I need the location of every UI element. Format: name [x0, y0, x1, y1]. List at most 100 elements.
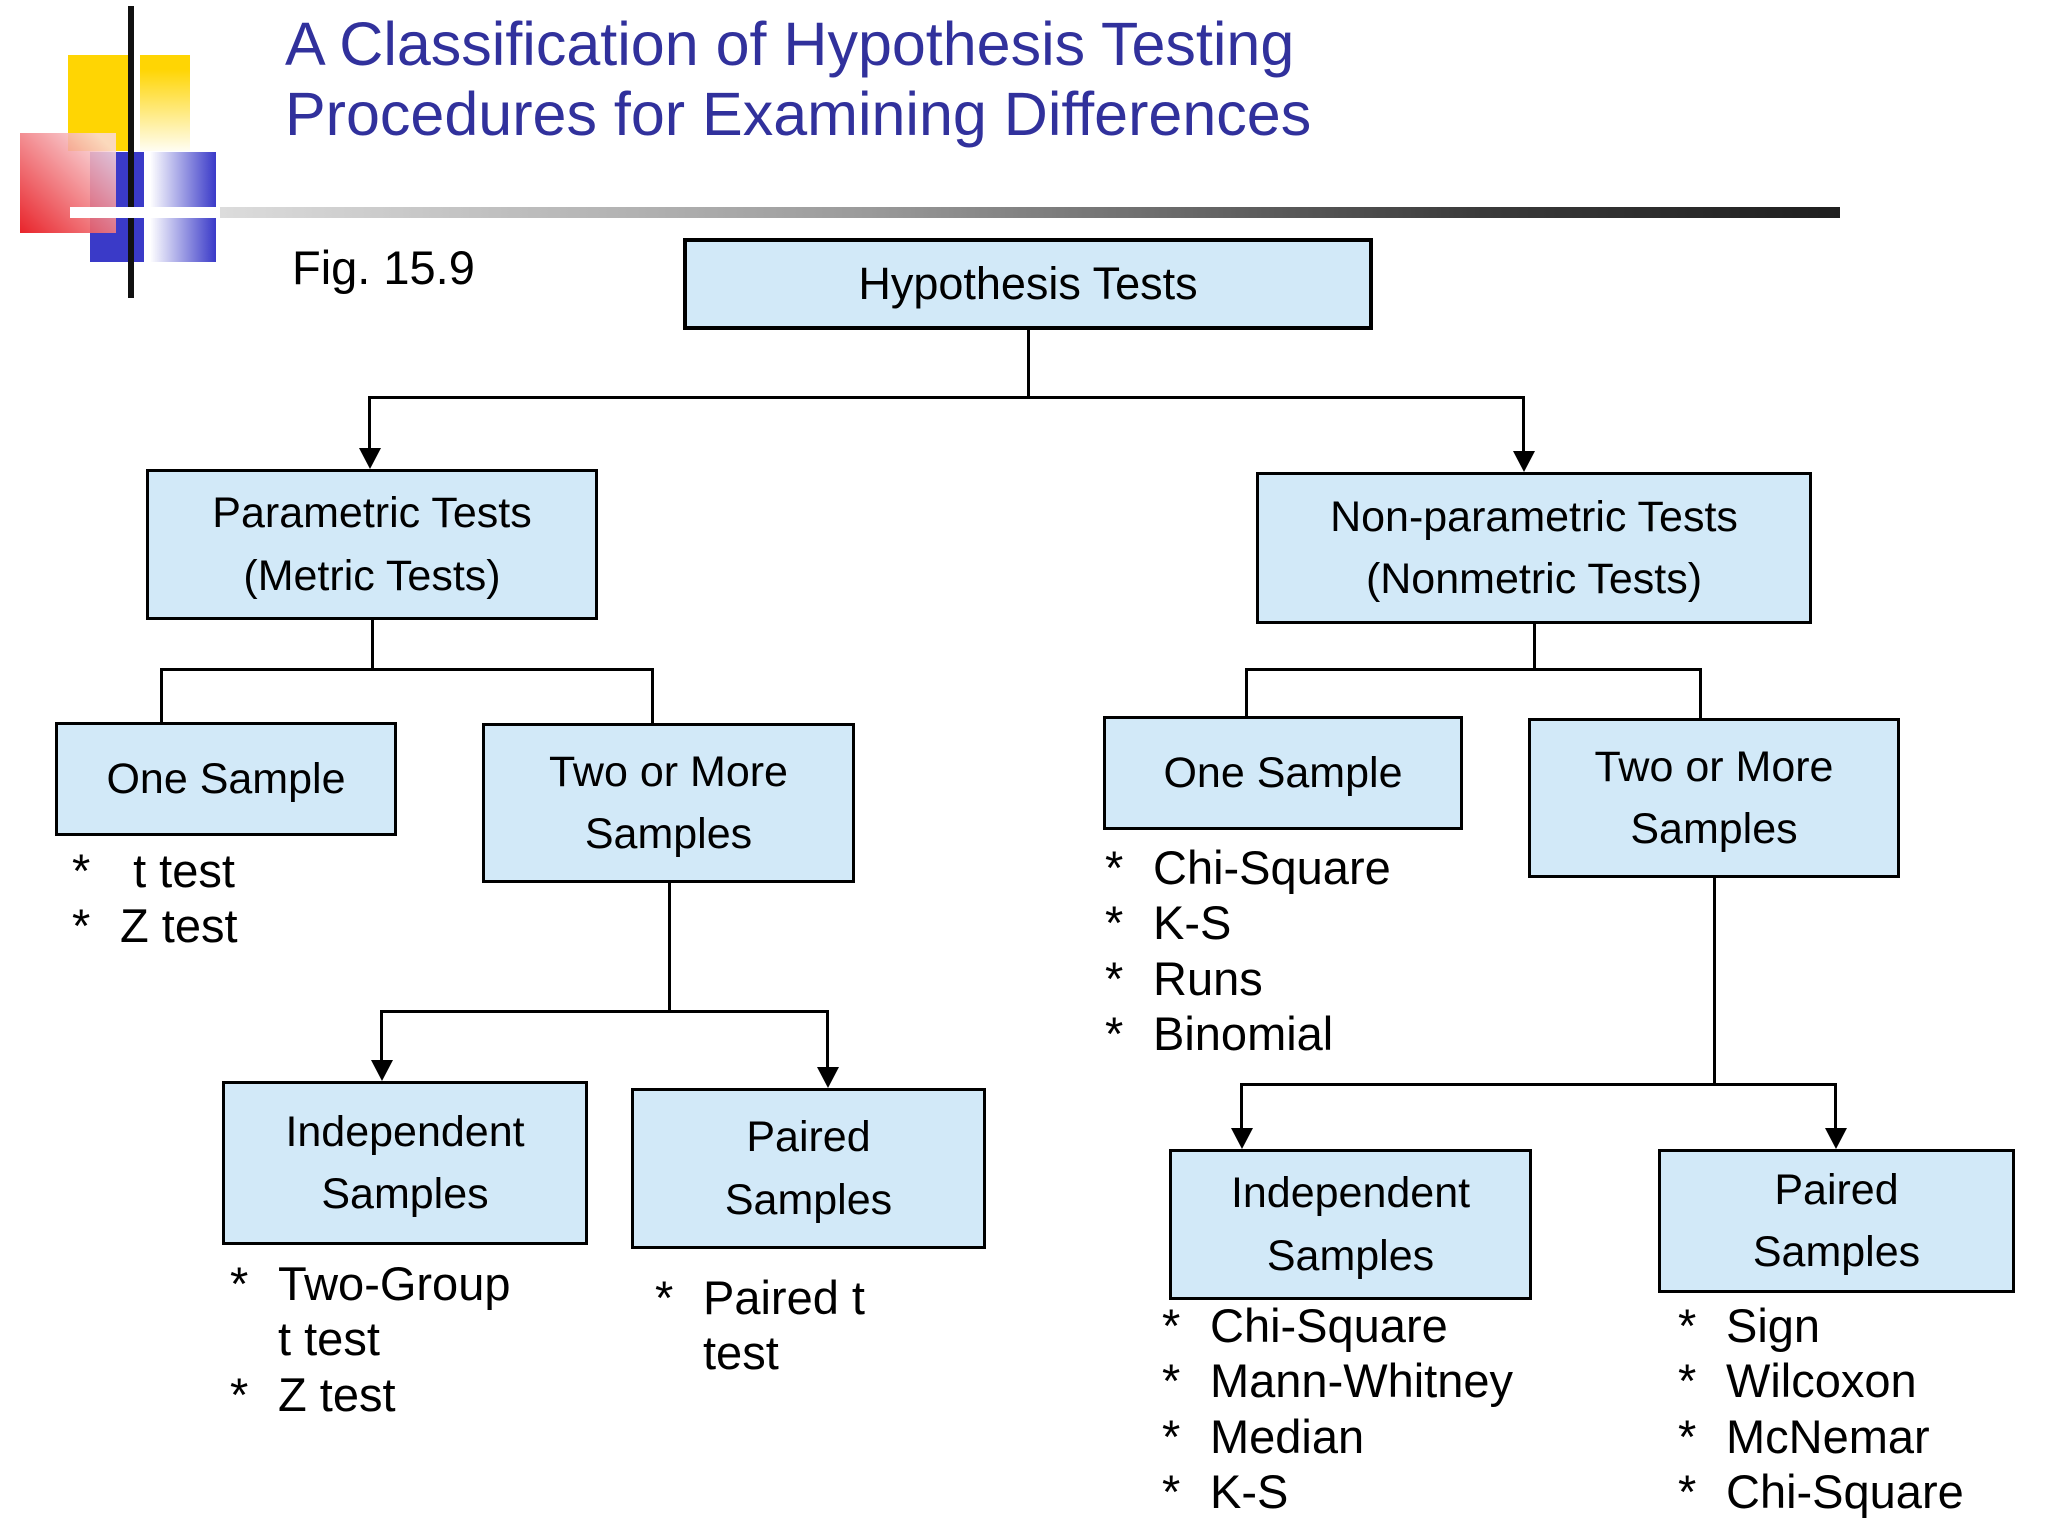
node-nonparam-two-or-more-label-2: Samples	[1630, 805, 1798, 853]
asterisk-bullet: *	[1162, 1299, 1194, 1352]
connector-to-param-independent	[380, 1010, 383, 1063]
arrowhead-into-nonparam-paired	[1825, 1128, 1847, 1149]
node-nonparam-one-sample: One Sample	[1103, 716, 1463, 830]
param-one-sample-tests: * t test* Z test	[72, 843, 402, 954]
test-label: Z test	[278, 1367, 396, 1421]
arrowhead-into-param-independent	[371, 1060, 393, 1081]
node-param-two-or-more: Two or More Samples	[482, 723, 855, 883]
asterisk-bullet: *	[1678, 1409, 1710, 1463]
test-item: * Binomial	[1105, 1006, 1535, 1061]
connector-split-1	[368, 396, 1524, 399]
test-label: Median	[1210, 1409, 1365, 1463]
decoration-white-line	[70, 207, 220, 218]
test-label: Chi-Square	[1210, 1299, 1448, 1352]
node-nonparam-paired-samples: Paired Samples	[1658, 1149, 2015, 1293]
node-nonparametric-label-1: Non-parametric Tests	[1330, 492, 1738, 541]
connector-to-nonparametric	[1522, 396, 1525, 454]
node-hypothesis-tests-label: Hypothesis Tests	[858, 258, 1198, 310]
test-label: Chi-Square	[1153, 841, 1391, 894]
asterisk-bullet: *	[1678, 1299, 1710, 1352]
test-item: * Wilcoxon	[1678, 1353, 2048, 1408]
asterisk-bullet: *	[230, 1257, 262, 1310]
node-nonparam-independent-label-2: Samples	[1266, 1231, 1435, 1280]
test-label: K-S	[1153, 896, 1232, 950]
slide-title-line2: Procedures for Examining Differences	[285, 79, 1312, 148]
test-label: Mann-Whitney	[1210, 1354, 1513, 1408]
test-item: * K-S	[1105, 895, 1535, 950]
node-param-paired-label-1: Paired	[746, 1113, 871, 1162]
node-nonparam-two-or-more: Two or More Samples	[1528, 718, 1900, 878]
test-label: Two-Group t test	[278, 1257, 524, 1366]
node-nonparam-paired-label-2: Samples	[1752, 1228, 1921, 1276]
node-param-two-or-more-label-1: Two or More	[549, 747, 788, 796]
node-parametric-tests: Parametric Tests (Metric Tests)	[146, 469, 598, 620]
asterisk-bullet: *	[230, 1367, 262, 1421]
connector-root-drop	[1027, 330, 1030, 396]
connector-to-nonparam-two-or-more	[1699, 668, 1702, 718]
node-param-independent-samples: Independent Samples	[222, 1081, 588, 1245]
test-label: Wilcoxon	[1726, 1354, 1917, 1408]
test-label: Z test	[120, 899, 238, 953]
arrowhead-into-nonparametric	[1513, 451, 1535, 472]
test-label: McNemar	[1726, 1409, 1930, 1463]
node-parametric-label-1: Parametric Tests	[212, 489, 532, 538]
test-item: * t test	[72, 843, 402, 898]
decoration-red-gradient-square	[20, 133, 116, 233]
slide-title-line1: A Classification of Hypothesis Testing	[285, 10, 1295, 78]
node-param-paired-label-2: Samples	[724, 1175, 893, 1224]
connector-to-param-two-or-more	[651, 668, 654, 723]
connector-to-parametric	[368, 396, 371, 452]
test-label: Runs	[1153, 951, 1263, 1005]
test-item: * Mann-Whitney	[1162, 1353, 1632, 1408]
nonparam-independent-tests: * Chi-Square* Mann-Whitney* Median* K-S	[1162, 1298, 1632, 1520]
test-label: Chi-Square	[1726, 1465, 1964, 1519]
asterisk-bullet: *	[1105, 896, 1137, 950]
connector-split-4	[380, 1010, 829, 1013]
node-hypothesis-tests: Hypothesis Tests	[683, 238, 1373, 330]
test-label: Sign	[1726, 1299, 1821, 1352]
test-item: * Z test	[72, 898, 402, 953]
arrowhead-into-parametric	[359, 448, 381, 469]
node-parametric-label-2: (Metric Tests)	[243, 551, 501, 600]
connector-to-nonparam-one-sample	[1245, 668, 1248, 716]
node-param-two-or-more-label-2: Samples	[584, 810, 753, 858]
node-nonparam-independent-samples: Independent Samples	[1169, 1149, 1532, 1300]
node-nonparam-paired-label-1: Paired	[1774, 1165, 1899, 1214]
test-item: * Z test	[230, 1367, 520, 1422]
test-item: * Paired t test	[655, 1270, 895, 1381]
node-param-one-sample-label: One Sample	[106, 754, 346, 803]
node-nonparametric-tests: Non-parametric Tests (Nonmetric Tests)	[1256, 472, 1812, 624]
asterisk-bullet: *	[1678, 1465, 1710, 1519]
test-item: * Sign	[1678, 1298, 2048, 1353]
node-nonparam-independent-label-1: Independent	[1230, 1169, 1471, 1218]
param-paired-tests: * Paired t test	[655, 1270, 895, 1381]
asterisk-bullet: *	[1162, 1354, 1194, 1408]
node-param-independent-label-2: Samples	[321, 1170, 489, 1218]
node-param-independent-label-1: Independent	[285, 1107, 525, 1156]
connector-to-param-one-sample	[160, 668, 163, 722]
asterisk-bullet: *	[72, 899, 104, 953]
arrowhead-into-nonparam-independent	[1231, 1128, 1253, 1149]
nonparam-one-sample-tests: * Chi-Square* K-S* Runs* Binomial	[1105, 840, 1535, 1062]
connector-nonparametric-drop	[1533, 624, 1536, 668]
test-item: * Runs	[1105, 951, 1535, 1006]
test-label: Paired t test	[703, 1271, 879, 1380]
test-item: * McNemar	[1678, 1409, 2048, 1464]
asterisk-bullet: *	[1162, 1465, 1194, 1519]
connector-to-nonparam-paired	[1834, 1083, 1837, 1131]
test-item: * Chi-Square	[1105, 840, 1535, 895]
param-independent-tests: * Two-Group t test* Z test	[230, 1256, 520, 1422]
asterisk-bullet: *	[1105, 1007, 1137, 1061]
node-nonparam-two-or-more-label-1: Two or More	[1594, 742, 1834, 791]
asterisk-bullet: *	[655, 1271, 687, 1324]
connector-split-3	[1245, 668, 1702, 671]
arrowhead-into-param-paired	[817, 1067, 839, 1088]
figure-label: Fig. 15.9	[292, 241, 475, 294]
node-param-one-sample: One Sample	[55, 722, 397, 836]
test-item: * Two-Group t test	[230, 1256, 520, 1367]
connector-nonparam-two-or-more-drop	[1713, 878, 1716, 1083]
asterisk-bullet: *	[1162, 1409, 1194, 1463]
connector-split-5	[1240, 1083, 1836, 1086]
test-item: * Chi-Square	[1678, 1464, 2048, 1519]
